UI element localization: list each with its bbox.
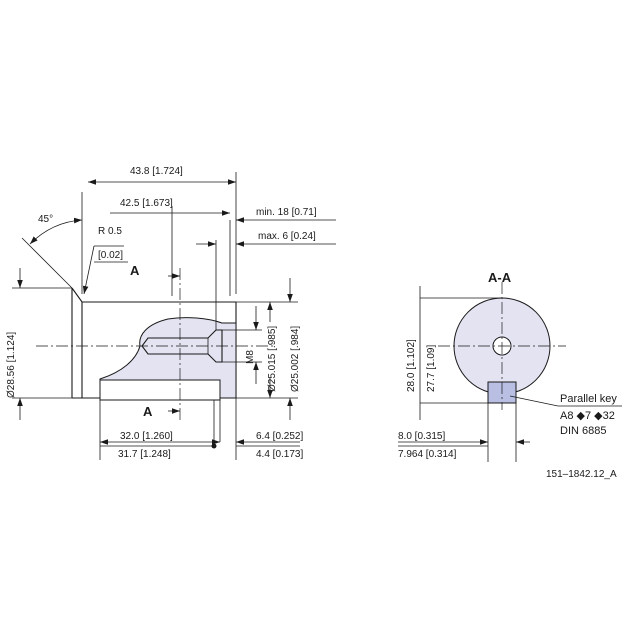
dim-min-label: min. 18 [0.71] (256, 207, 317, 218)
shaft-outline (71, 287, 237, 399)
radius-label: R 0.5 (98, 226, 122, 237)
section-mark-bottom: A (143, 404, 153, 419)
chamfer-extension (21, 237, 73, 289)
section-a-a-view: A-A 28.0 [1.102] 27.7 [1.09] 8.0 [0.315]… (398, 270, 622, 462)
height-b-label: 27.7 [1.09] (426, 345, 437, 392)
key-leader (509, 395, 559, 407)
parallel-key-side (99, 379, 221, 401)
dia-shoulder-label: Ø28.56 [1.124] (6, 332, 17, 398)
section-mark-top: A (130, 263, 140, 278)
angle-arc (29, 217, 83, 245)
dim-end-a-label: 6.4 [0.252] (256, 431, 303, 442)
dim-shaft-label: 42.5 [1.673] (120, 198, 173, 209)
key-label-1: Parallel key (560, 393, 617, 405)
key-label-3: DIN 6885 (560, 425, 606, 437)
thread-label: M8 (245, 350, 256, 364)
radius-alt-label: [0.02] (98, 250, 123, 261)
dim-key-b-dot (211, 443, 217, 449)
height-a-label: 28.0 [1.102] (406, 339, 417, 392)
threaded-bore (141, 329, 223, 363)
shaft-side-view: A A 45° R 0.5 [0.02] 43.8 [1.724] 42.5 [… (6, 166, 336, 460)
section-title: A-A (488, 270, 512, 285)
dim-end-b-label: 4.4 [0.173] (256, 449, 303, 460)
shaft-dia-a-label: Ø25.015 [.985] (267, 326, 278, 392)
dim-max-label: max. 6 [0.24] (258, 231, 316, 242)
dim-overall-label: 43.8 [1.724] (130, 166, 183, 177)
key-label-2: A8 ◆7 ◆32 (560, 410, 615, 422)
drawing-number: 151–1842.12_A (546, 469, 617, 480)
shaft-dia-b-label: Ø25.002 [.984] (290, 326, 301, 392)
angle-label: 45° (38, 214, 53, 225)
key-width-a-label: 8.0 [0.315] (398, 431, 445, 442)
dim-key-b-label: 31.7 [1.248] (118, 449, 171, 460)
dim-key-a-label: 32.0 [1.260] (120, 431, 173, 442)
radius-leader (82, 245, 95, 295)
key-width-b-label: 7.964 [0.314] (398, 449, 457, 460)
